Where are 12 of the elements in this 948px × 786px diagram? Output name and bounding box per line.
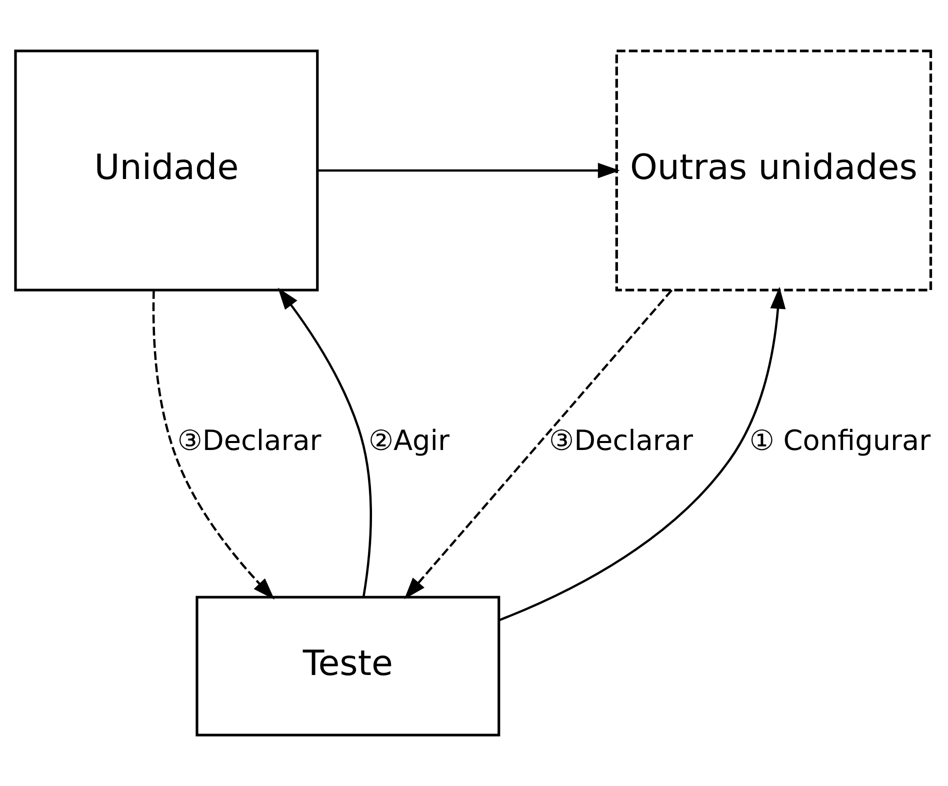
arrow (278, 288, 372, 598)
edge-label: ②Agir (368, 424, 450, 458)
edge-label: ③Declarar (549, 424, 693, 458)
arrow (318, 162, 620, 178)
edge-label: ③Declarar (177, 424, 322, 458)
arrow (152, 290, 275, 600)
arrow (404, 289, 673, 600)
node-box: Teste (196, 596, 500, 736)
node-box: Outras unidades (615, 50, 932, 292)
node-box: Unidade (14, 50, 319, 292)
arrow (498, 286, 786, 622)
edge-label: ① Configurar (749, 424, 931, 458)
